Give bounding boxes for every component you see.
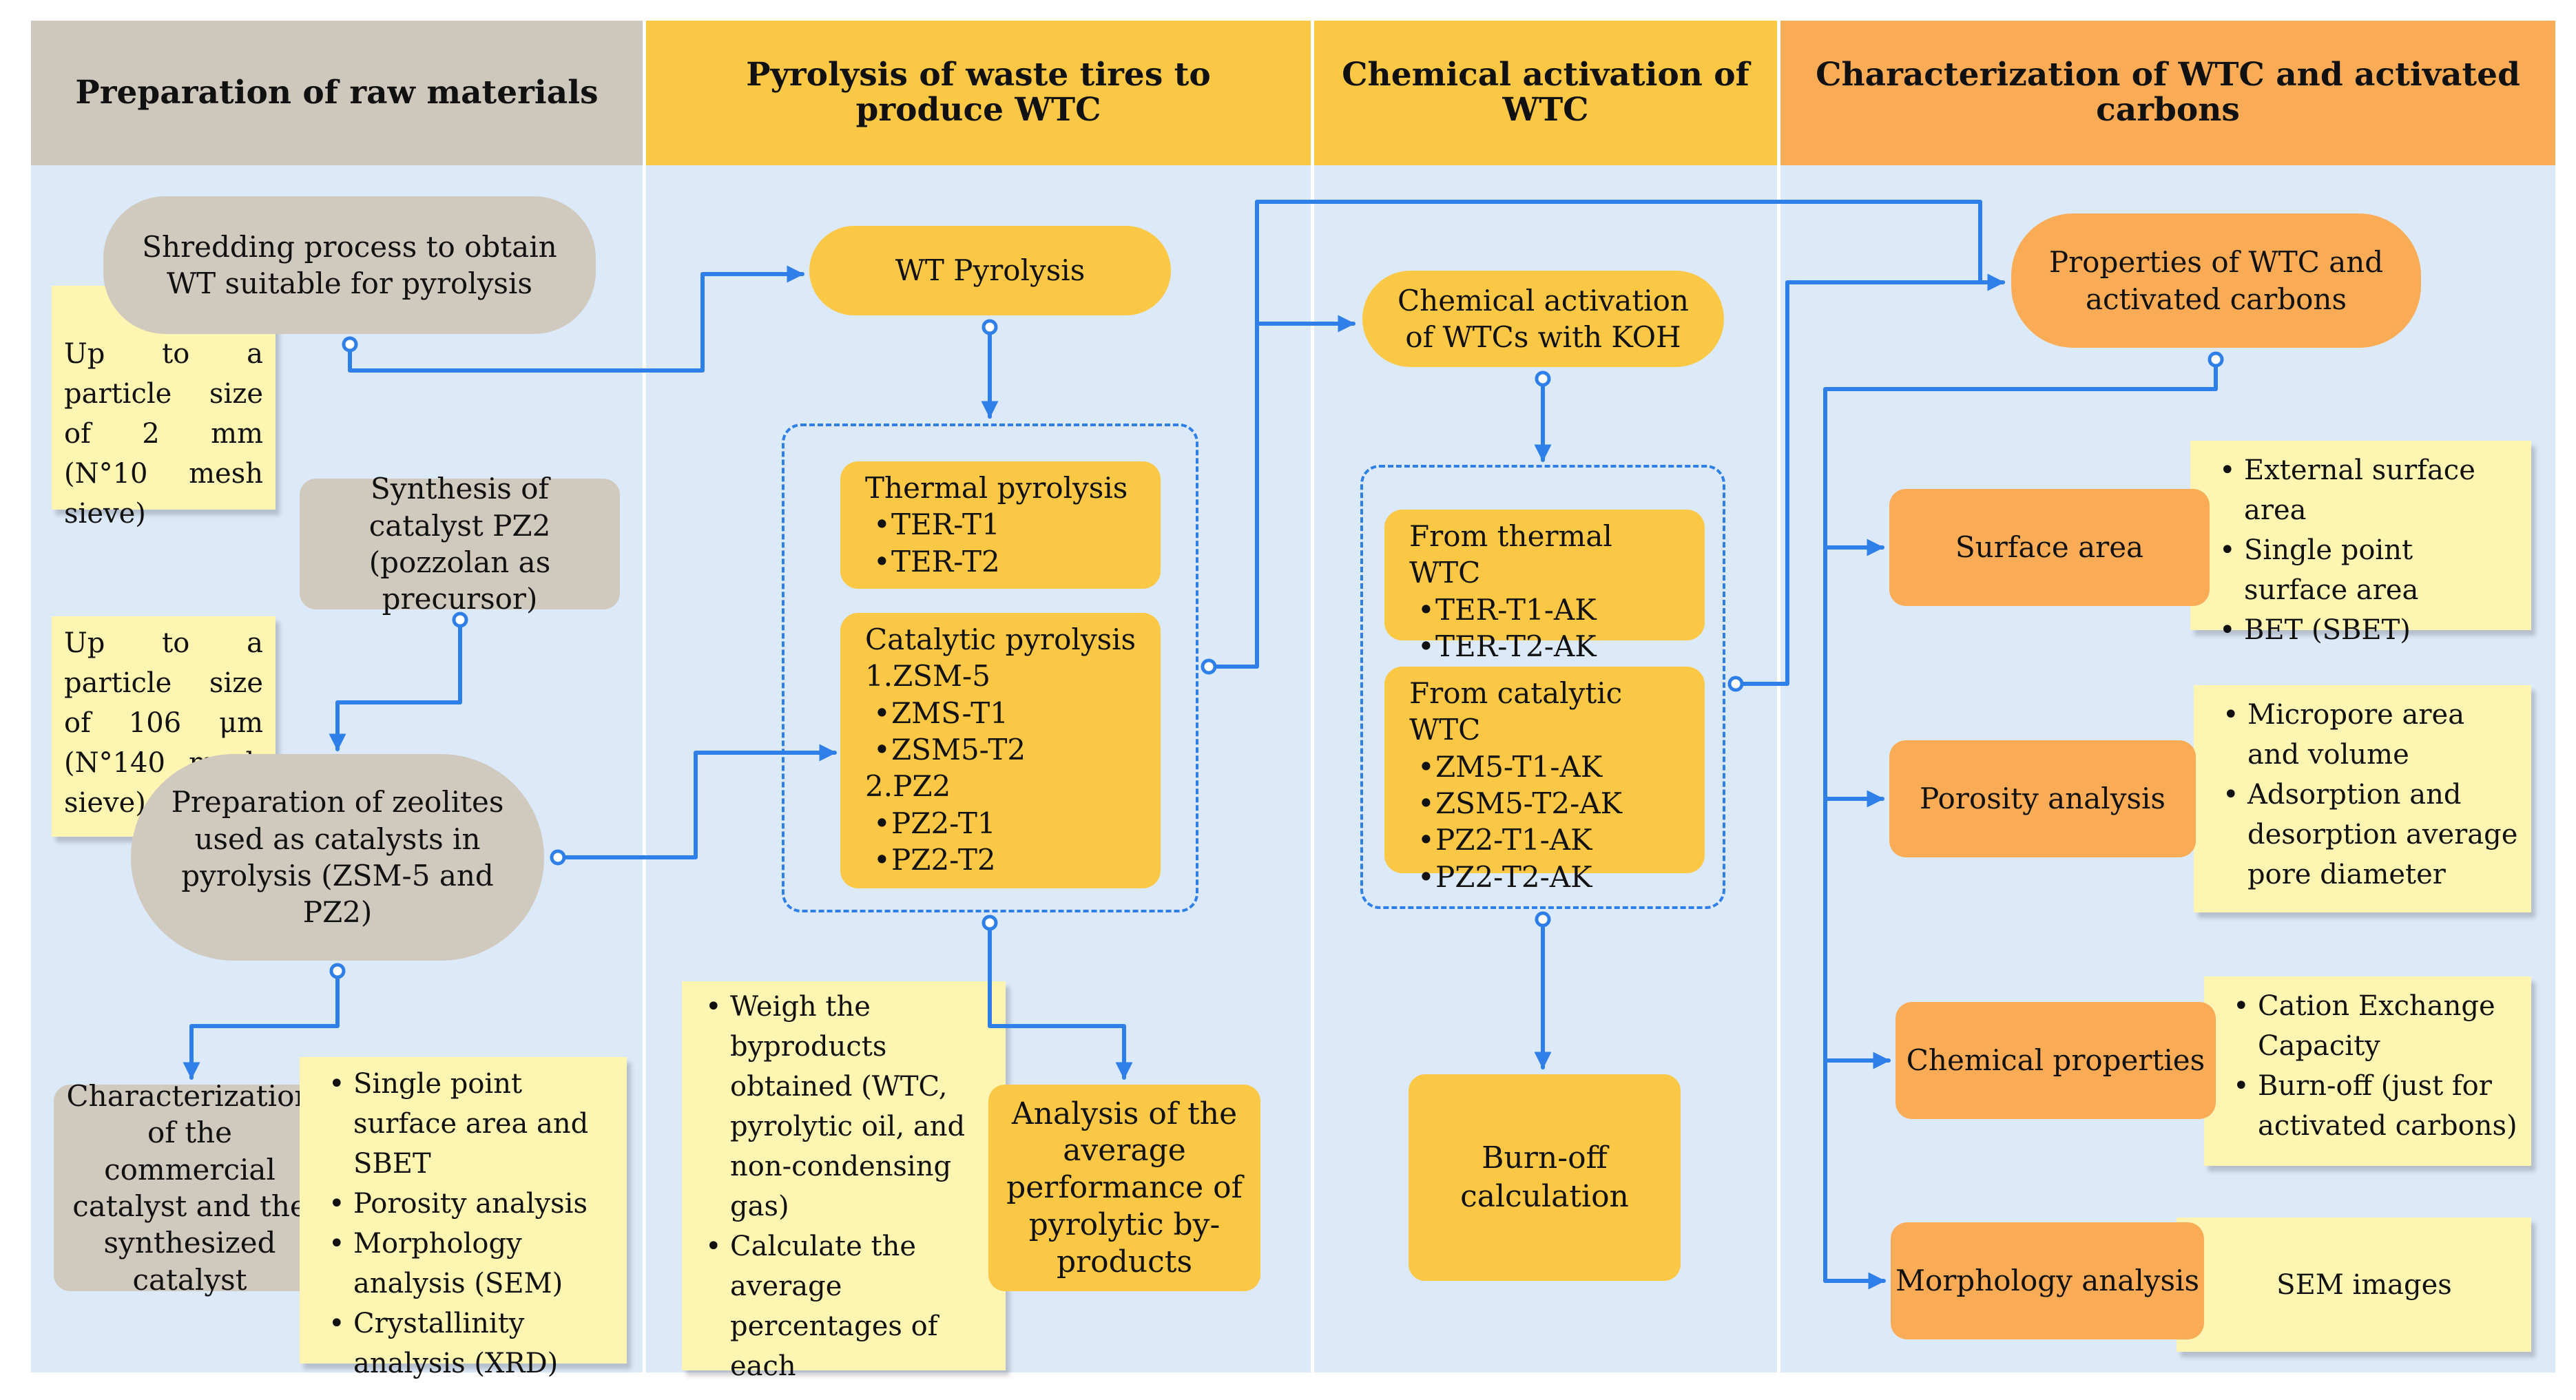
list-item: ZM5-T1-AK: [1416, 749, 1691, 786]
morphology-note-text: SEM images: [2276, 1268, 2452, 1301]
thermal-pyrolysis-box: Thermal pyrolysis TER-T1 TER-T2: [840, 461, 1161, 589]
thermal-pyrolysis-list: TER-T1 TER-T2: [872, 506, 1147, 580]
catalytic-list-pz2: PZ2-T1 PZ2-T2: [872, 805, 1147, 879]
arrow-top-to-properties: [1255, 200, 2005, 326]
pyrolysis-performance-analysis-node: Analysis of the average performance of p…: [988, 1085, 1260, 1291]
list-item: PZ2-T1: [872, 805, 1147, 842]
list-item: TER-T2-AK: [1416, 628, 1691, 665]
chemical-activation-node: Chemical activation of WTCs with KOH: [1362, 271, 1724, 367]
arrow-zeolites-to-characterization: [183, 969, 340, 1080]
list-item: PZ2-T2-AK: [1416, 859, 1691, 896]
arrow-shredding-to-pyrolysis: [348, 265, 804, 373]
chemical-properties-node: Chemical properties: [1895, 1002, 2216, 1119]
arrow-group-to-analysis: [988, 921, 1133, 1080]
morphology-analysis-node: Morphology analysis: [1891, 1222, 2204, 1339]
column-divider: [1311, 21, 1314, 1372]
note-porosity: Micropore area and volume Adsorption and…: [2194, 685, 2531, 912]
wt-pyrolysis-node: WT Pyrolysis: [809, 226, 1171, 315]
burnoff-calculation-node: Burn-off calculation: [1409, 1074, 1681, 1281]
list-item: Morphology analysis (SEM): [327, 1224, 619, 1304]
note-catalyst-characterization: Single point surface area and SBET Poros…: [300, 1057, 627, 1379]
list-item: TER-T1: [872, 506, 1147, 543]
list-item: Adsorption and desorption average pore d…: [2221, 775, 2524, 895]
catalytic-list-zsm5: ZMS-T1 ZSM5-T2: [872, 695, 1147, 769]
from-catalytic-wtc-box: From catalytic WTC ZM5-T1-AK ZSM5-T2-AK …: [1384, 667, 1705, 895]
column-header-chemical-activation: Chemical activation of WTC: [1314, 21, 1777, 165]
from-thermal-wtc-list: TER-T1-AK TER-T2-AK: [1416, 592, 1691, 665]
list-item: PZ2-T1-AK: [1416, 822, 1691, 859]
list-item: BET (SBET): [2218, 610, 2524, 650]
connector-port: [1535, 370, 1551, 387]
connector-port: [1535, 911, 1551, 928]
list-item: Single point surface area and SBET: [327, 1064, 619, 1184]
list-item: Crystallinity analysis (XRD): [327, 1304, 619, 1383]
list-item: TER-T2: [872, 543, 1147, 581]
catalyst-group-pz2: 2.PZ2: [865, 769, 951, 804]
list-item: ZMS-T1: [872, 695, 1147, 732]
column-header-pyrolysis: Pyrolysis of waste tires to produce WTC: [646, 21, 1311, 165]
surface-area-node: Surface area: [1889, 489, 2210, 606]
connector-port: [2208, 351, 2224, 368]
list-item: Cation Exchange Capacity: [2232, 986, 2524, 1066]
from-catalytic-wtc-title: From catalytic WTC: [1409, 676, 1623, 747]
pyrolysis-group-frame: [782, 424, 1198, 912]
shredding-process-node: Shredding process to obtain WT suitable …: [103, 196, 596, 334]
properties-node: Properties of WTC and activated carbons: [2011, 213, 2421, 348]
arrow-activation-to-properties: [1734, 273, 2005, 686]
weigh-notes-list: Weigh the byproducts obtained (WTC, pyro…: [704, 987, 996, 1386]
porosity-analysis-node: Porosity analysis: [1889, 740, 2196, 857]
column-header-characterization: Characterization of WTC and activated ca…: [1780, 21, 2555, 165]
connector-port: [329, 963, 346, 979]
char-notes-list: Single point surface area and SBET Poros…: [327, 1064, 619, 1383]
list-item: Single point surface area: [2218, 530, 2524, 610]
catalyst-characterization-node: Characterization of the commercial catal…: [54, 1079, 326, 1297]
connector-port: [981, 915, 998, 931]
catalyst-synthesis-node: Synthesis of catalyst PZ2 (pozzolan as p…: [300, 472, 620, 616]
list-item: Porosity analysis: [327, 1184, 619, 1224]
note-chemical-properties: Cation Exchange Capacity Burn-off (just …: [2204, 976, 2531, 1166]
connector-port: [1727, 676, 1744, 692]
activation-group-frame: [1360, 465, 1725, 909]
note-surface-area: External surface area Single point surfa…: [2190, 441, 2531, 650]
list-item: Weigh the byproducts obtained (WTC, pyro…: [704, 987, 996, 1226]
from-thermal-wtc-box: From thermal WTC TER-T1-AK TER-T2-AK: [1384, 510, 1705, 665]
column-divider: [643, 21, 646, 1372]
zeolite-preparation-node: Preparation of zeolites used as catalyst…: [131, 754, 544, 961]
thermal-pyrolysis-title: Thermal pyrolysis: [865, 471, 1128, 505]
column-header-raw-materials: Preparation of raw materials: [31, 21, 643, 165]
list-item: ZSM5-T2: [872, 731, 1147, 769]
list-item: External surface area: [2218, 450, 2524, 530]
list-item: Burn-off (just for activated carbons): [2232, 1066, 2524, 1146]
arrow-zeolites-to-catalytic: [556, 744, 837, 859]
catalyst-group-zsm5: 1.ZSM-5: [865, 659, 990, 693]
list-item: Calculate the average percentages of eac…: [704, 1226, 996, 1386]
list-item: TER-T1-AK: [1416, 592, 1691, 629]
porosity-notes-list: Micropore area and volume Adsorption and…: [2221, 695, 2524, 895]
connector-port: [452, 612, 468, 628]
connector-port: [981, 319, 998, 335]
note-weigh-byproducts: Weigh the byproducts obtained (WTC, pyro…: [682, 981, 1006, 1382]
surface-notes-list: External surface area Single point surfa…: [2218, 450, 2524, 650]
connector-port: [1201, 658, 1217, 675]
from-thermal-wtc-title: From thermal WTC: [1409, 519, 1612, 590]
connector-port: [550, 849, 566, 866]
arrow-properties-to-branches: [1823, 357, 2218, 1283]
arrow-catalytic-to-activation: [1207, 315, 1355, 669]
list-item: ZSM5-T2-AK: [1416, 785, 1691, 822]
from-catalytic-wtc-list: ZM5-T1-AK ZSM5-T2-AK PZ2-T1-AK PZ2-T2-AK: [1416, 749, 1691, 896]
catalytic-pyrolysis-box: Catalytic pyrolysis 1.ZSM-5 ZMS-T1 ZSM5-…: [840, 613, 1161, 888]
list-item: PZ2-T2: [872, 842, 1147, 879]
catalytic-pyrolysis-title: Catalytic pyrolysis: [865, 623, 1136, 656]
list-item: Micropore area and volume: [2221, 695, 2524, 775]
connector-port: [342, 336, 358, 353]
note-morphology: SEM images: [2177, 1218, 2531, 1352]
column-divider: [1777, 21, 1780, 1372]
arrow-synthesis-to-zeolites: [329, 618, 462, 751]
chemical-notes-list: Cation Exchange Capacity Burn-off (just …: [2232, 986, 2524, 1146]
